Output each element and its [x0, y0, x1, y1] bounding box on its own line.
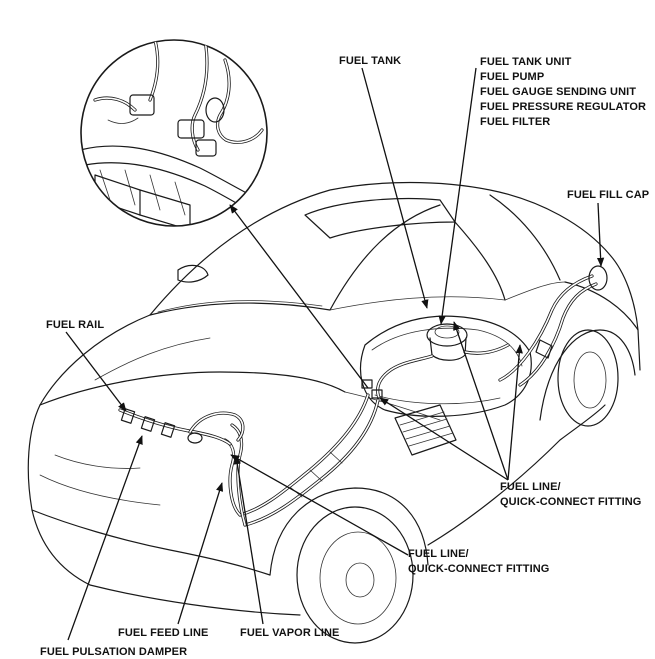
label-fuel-pump: FUEL PUMP — [480, 71, 545, 83]
label-fuel-line-front: FUEL LINE/ QUICK-CONNECT FITTING — [408, 547, 549, 577]
label-fuel-line-rear-1: FUEL LINE/ — [500, 481, 561, 493]
label-fuel-line-front-1: FUEL LINE/ — [408, 548, 469, 560]
leader-fuel-rail — [65, 331, 127, 412]
leader-fuel-line-front — [230, 454, 409, 556]
label-fuel-tank-unit-group: FUEL TANK UNIT FUEL PUMP FUEL GAUGE SEND… — [480, 55, 646, 130]
fuel-lines-drawing — [118, 379, 383, 527]
leader-fuel-line-rear-2 — [507, 344, 523, 481]
leader-fuel-line-rear-1 — [453, 321, 509, 481]
leader-lines — [65, 67, 605, 641]
label-fuel-line-rear-2: QUICK-CONNECT FITTING — [500, 496, 642, 508]
fuel-tank-drawing — [359, 265, 608, 456]
leader-fuel-feed-line — [177, 482, 224, 625]
car-outline — [27, 181, 641, 644]
label-fuel-vapor-line: FUEL VAPOR LINE — [240, 627, 340, 639]
leader-fuel-fill-cap — [596, 202, 605, 267]
label-fuel-line-rear: FUEL LINE/ QUICK-CONNECT FITTING — [500, 480, 641, 510]
leader-fuel-vapor-line — [233, 455, 264, 625]
detail-inset — [80, 39, 268, 227]
leader-detail-to-rail — [229, 204, 369, 389]
label-fuel-rail: FUEL RAIL — [46, 319, 105, 331]
label-fuel-tank-unit: FUEL TANK UNIT — [480, 56, 572, 68]
leader-fuel-tank — [361, 67, 429, 309]
leader-fuel-line-rear-3 — [379, 397, 509, 481]
label-fuel-pressure-regulator: FUEL PRESSURE REGULATOR — [480, 101, 647, 113]
label-fuel-pulsation-damper: FUEL PULSATION DAMPER — [40, 646, 188, 658]
label-fuel-feed-line: FUEL FEED LINE — [118, 627, 209, 639]
label-fuel-filter: FUEL FILTER — [480, 116, 551, 128]
label-fuel-gauge-sending-unit: FUEL GAUGE SENDING UNIT — [480, 86, 637, 98]
leader-fuel-tank-unit — [438, 67, 477, 325]
label-fuel-fill-cap: FUEL FILL CAP — [567, 189, 650, 201]
label-fuel-line-front-2: QUICK-CONNECT FITTING — [408, 563, 550, 575]
label-fuel-tank: FUEL TANK — [339, 55, 402, 67]
leader-fuel-pulsation-damper — [67, 435, 143, 641]
